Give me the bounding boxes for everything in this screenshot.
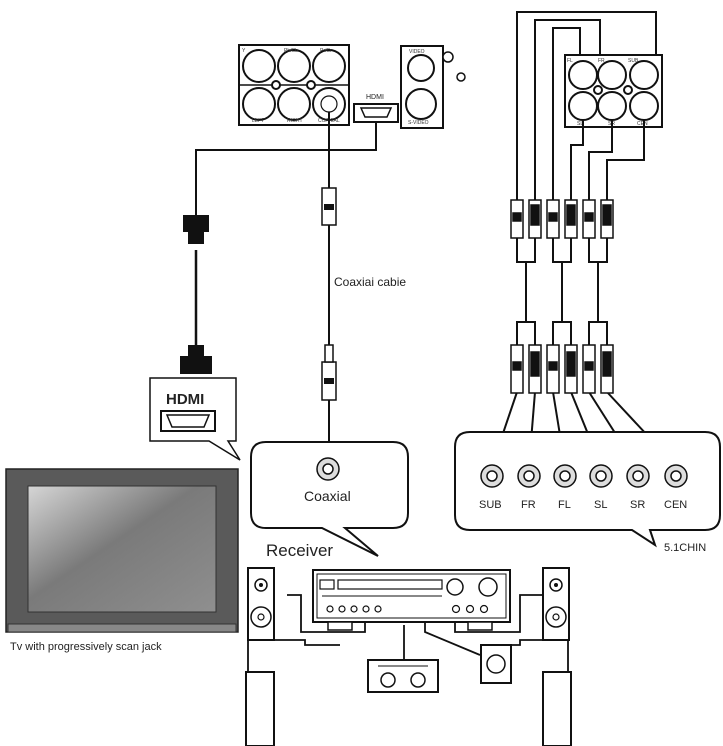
- channel-label-fl: FL: [558, 499, 571, 511]
- label-pb: Pb/Cb: [284, 48, 298, 54]
- label-out-sub: SUB: [628, 58, 639, 64]
- coaxial-callout: Coaxial: [250, 441, 409, 557]
- hdmi-cable: [180, 122, 377, 374]
- label-video: VIDEO: [409, 49, 425, 55]
- video-panel: VIDEO S-VIDEO: [400, 45, 466, 129]
- channel-label-fr: FR: [521, 499, 536, 511]
- label-right: RIGHT: [287, 118, 303, 124]
- coaxial-cable-label: Coaxiai cabie: [334, 275, 406, 289]
- hdmi-callout-label: HDMI: [166, 391, 204, 408]
- front-right-speaker: [542, 567, 570, 641]
- channel-label-sl: SL: [594, 499, 607, 511]
- hdmi-port-label: HDMI: [366, 94, 384, 101]
- label-left: LEFT: [252, 118, 264, 124]
- front-left-speaker: [247, 567, 275, 641]
- label-pr: Pr/Cr: [320, 48, 332, 54]
- surround-rca-plugs-top: [510, 199, 614, 239]
- label-out-sl: SL: [577, 121, 583, 127]
- channel-input-callout: SUB FR FL SL SR CEN: [454, 431, 721, 548]
- tv-caption: Tv with progressively scan jack: [10, 641, 162, 653]
- receiver-unit: [312, 569, 511, 631]
- coaxial-cable: [321, 112, 337, 456]
- label-out-fl: FL: [567, 58, 573, 64]
- channel-label-cen: CEN: [664, 499, 687, 511]
- coaxial-callout-label: Coaxial: [304, 488, 351, 504]
- subwoofer: [480, 644, 512, 684]
- channel-label-sr: SR: [630, 499, 645, 511]
- player-av-panel: Y Pb/Cb Pr/Cr LEFT RIGHT COAXIAL: [238, 44, 350, 126]
- component-jacks: [242, 49, 346, 121]
- surround-output-panel: FL FR SUB SL SR CEN: [564, 54, 663, 128]
- surround-left-speaker: [245, 671, 275, 746]
- receiver-label: Receiver: [266, 541, 333, 560]
- channel-label-sub: SUB: [479, 499, 502, 511]
- television: [5, 468, 239, 633]
- label-svideo: S-VIDEO: [408, 120, 429, 126]
- label-out-cen: CEN: [637, 121, 648, 127]
- hdmi-callout: HDMI: [149, 377, 241, 461]
- surround-right-speaker: [542, 671, 572, 746]
- channel-jacks: [480, 464, 688, 488]
- label-out-fr: FR: [598, 58, 605, 64]
- surround-rca-plugs-bottom: [510, 344, 614, 394]
- channel-caption: 5.1CHIN: [664, 542, 706, 554]
- center-speaker: [367, 659, 439, 693]
- hdmi-port: HDMI: [353, 94, 399, 123]
- label-y: Y: [242, 48, 246, 54]
